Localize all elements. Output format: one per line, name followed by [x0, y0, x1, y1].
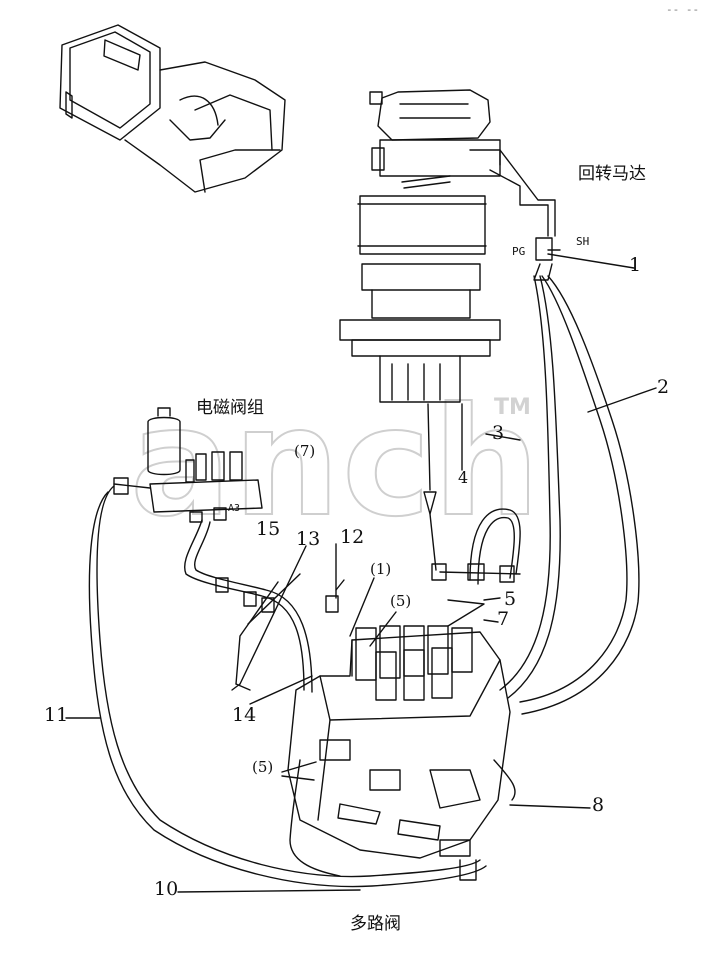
corner-mark: -- --: [666, 3, 700, 16]
swing-motor-label: 回转马达: [578, 164, 646, 184]
callout-paren-5: (5): [390, 592, 412, 610]
excavator-icon: [59, 24, 286, 193]
callout-5: 5: [504, 588, 517, 610]
solenoid-valve-group: [113, 407, 263, 523]
callout-3: 3: [492, 422, 505, 444]
port-a3-label: A3: [228, 503, 241, 514]
callout-1: 1: [629, 254, 642, 276]
callout-paren-5-lower: (5): [252, 758, 274, 776]
multi-way-valve: [287, 625, 516, 881]
callout-paren-7: (7): [294, 442, 316, 460]
callout-11: 11: [44, 704, 69, 726]
port-sh-label: SH: [576, 235, 590, 248]
callout-13: 13: [296, 528, 321, 550]
callout-4: 4: [458, 468, 469, 487]
callout-12: 12: [340, 526, 365, 548]
callout-8: 8: [592, 794, 605, 816]
port-pg-label: PG: [512, 245, 526, 258]
swing-motor: [339, 89, 501, 403]
watermark: anch: [129, 376, 542, 550]
multi-way-valve-label: 多路阀: [350, 914, 401, 934]
callout-7: 7: [497, 608, 510, 630]
callout-paren-1: (1): [370, 560, 392, 578]
solenoid-valve-group-label: 电磁阀组: [196, 398, 264, 418]
callout-2: 2: [657, 376, 670, 398]
callout-14: 14: [232, 704, 257, 726]
callout-15: 15: [256, 518, 281, 540]
callout-10: 10: [154, 878, 179, 900]
watermark-trademark: TM: [494, 395, 531, 420]
